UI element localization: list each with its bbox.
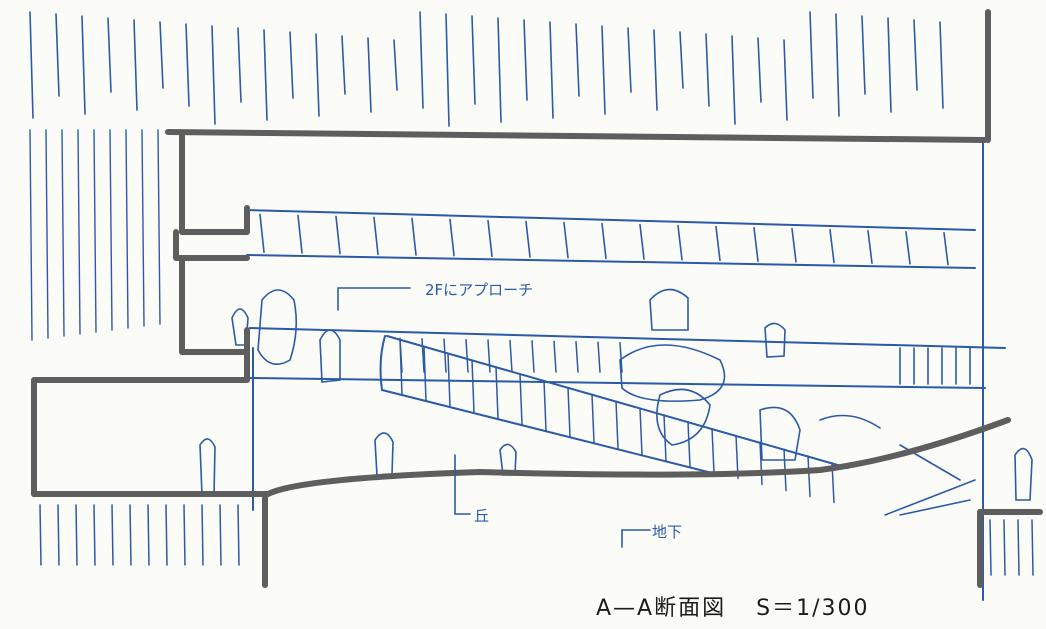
ramp-strokes — [399, 337, 835, 504]
drawing-title-block: A—A断面図 S＝1/300 — [596, 590, 899, 622]
ground-hatching — [39, 504, 1034, 576]
upper-band-strokes — [259, 213, 971, 385]
scale-text: S＝1/300 — [756, 596, 870, 621]
label-leaders — [337, 287, 651, 548]
structure-marker — [31, 9, 1043, 588]
floor-lines — [246, 139, 1006, 601]
section-title: A—A断面図 — [596, 596, 727, 621]
people-figures — [199, 288, 1033, 516]
sky-hatching — [29, 11, 944, 127]
hill-label: 丘 — [474, 507, 490, 525]
facade-hatching — [29, 129, 161, 341]
approach-label: 2Fにアプローチ — [425, 281, 534, 299]
underground-label: 地下 — [652, 523, 683, 541]
